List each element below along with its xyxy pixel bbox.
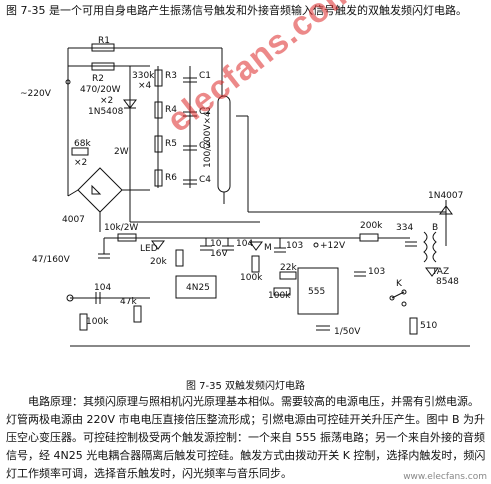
label-100k-b: 100k xyxy=(268,291,291,301)
label-8548: 8548 xyxy=(436,277,459,287)
label-334: 334 xyxy=(396,223,413,233)
label-103a: 103 xyxy=(286,241,303,251)
label-bridge: 4007 xyxy=(62,215,85,225)
resistor-r5 xyxy=(154,135,163,153)
diode-1n4007 xyxy=(439,205,453,215)
label-103b: 103 xyxy=(368,267,385,277)
label-12v: +12V xyxy=(320,241,346,251)
label-104b: 104 xyxy=(94,283,111,293)
label-1n4007: 1N4007 xyxy=(428,191,463,201)
label-47-160v: 47/160V xyxy=(32,255,71,265)
resistor-r6 xyxy=(154,169,163,187)
figure-caption: 图 7-35 双触发频闪灯电路 xyxy=(185,381,306,392)
resistor-100k-a xyxy=(251,255,260,273)
resistor-10k xyxy=(117,233,137,242)
label-2w: 2W xyxy=(114,147,129,157)
circuit-diagram: R1 R2 470/20W ×2 1N5408 ~220V 330k ×4 R3… xyxy=(20,36,470,347)
label-c3: C3 xyxy=(199,141,211,151)
label-c10: 10 xyxy=(210,239,222,249)
label-taz: TAZ xyxy=(431,267,449,277)
label-1-50v: 1/50V xyxy=(334,327,361,337)
ac-terminal xyxy=(65,79,71,85)
optocoupler-4n25 xyxy=(175,275,217,299)
label-k: K xyxy=(396,279,403,289)
bridge-rectifier xyxy=(77,167,123,213)
resistor-20k xyxy=(175,249,184,267)
description-text: 电路原理：其频闪原理与照相机闪光原理基本相似。需要较高的电源电压，并需有引燃电源… xyxy=(6,395,486,480)
label-16v: 16V xyxy=(210,249,228,259)
resistor-47k xyxy=(133,305,142,323)
led xyxy=(151,240,165,250)
label-104a: 104 xyxy=(236,239,253,249)
label-b: B xyxy=(432,223,438,233)
label-r6: R6 xyxy=(165,173,177,183)
label-68k: 68k xyxy=(74,139,91,149)
intro-text: 图 7-35 是一个可用自身电路产生振荡信号触发和外接音频输入信号触发的双触发频… xyxy=(6,4,467,17)
label-r3-spec: 330k xyxy=(132,71,155,81)
resistor-68k xyxy=(71,147,89,156)
resistor-22k xyxy=(279,271,297,280)
label-4n25: 4N25 xyxy=(186,283,210,293)
label-r2-x2: ×2 xyxy=(100,96,113,106)
corner-watermark: www.elecfans.com xyxy=(403,472,487,482)
label-68k-x2: ×2 xyxy=(74,158,87,168)
label-r4: R4 xyxy=(165,105,177,115)
label-555: 555 xyxy=(308,287,325,297)
resistor-100k-b xyxy=(273,287,291,296)
label-r1: R1 xyxy=(98,36,110,46)
switch-k xyxy=(389,295,395,301)
label-510: 510 xyxy=(420,321,437,331)
label-r3: R3 xyxy=(165,71,177,81)
label-c1: C1 xyxy=(199,71,211,81)
resistor-r1 xyxy=(91,43,115,52)
transformer-b xyxy=(423,231,428,263)
label-r2: R2 xyxy=(92,74,104,84)
diode-1n5408 xyxy=(123,99,137,109)
label-x4: ×4 xyxy=(138,81,152,91)
resistor-r3 xyxy=(154,69,163,87)
resistor-100k-c xyxy=(79,313,88,331)
label-m: M xyxy=(264,243,272,253)
label-c4: C4 xyxy=(199,175,211,185)
label-20k: 20k xyxy=(150,257,167,267)
ic-555 xyxy=(297,267,339,315)
label-100k-a: 100k xyxy=(240,273,263,283)
label-c2: C2 xyxy=(199,107,211,117)
label-cap-main: 100/200V×4 xyxy=(203,111,213,168)
resistor-r4 xyxy=(154,101,163,119)
resistor-510 xyxy=(409,317,418,335)
resistor-200k xyxy=(359,233,379,242)
label-100k-c: 100k xyxy=(86,317,109,327)
label-10k: 10k/2W xyxy=(104,223,138,233)
label-led: LED xyxy=(140,244,158,254)
label-200k: 200k xyxy=(360,221,383,231)
label-r5: R5 xyxy=(165,139,177,149)
label-47k: 47k xyxy=(120,297,137,307)
label-ac: ~220V xyxy=(20,89,52,99)
resistor-r2 xyxy=(91,62,115,71)
label-diode1: 1N5408 xyxy=(88,107,124,117)
scr-m xyxy=(249,241,263,251)
triac-taz xyxy=(425,267,439,277)
label-r2-spec: 470/20W xyxy=(80,85,121,95)
label-22k: 22k xyxy=(280,263,297,273)
